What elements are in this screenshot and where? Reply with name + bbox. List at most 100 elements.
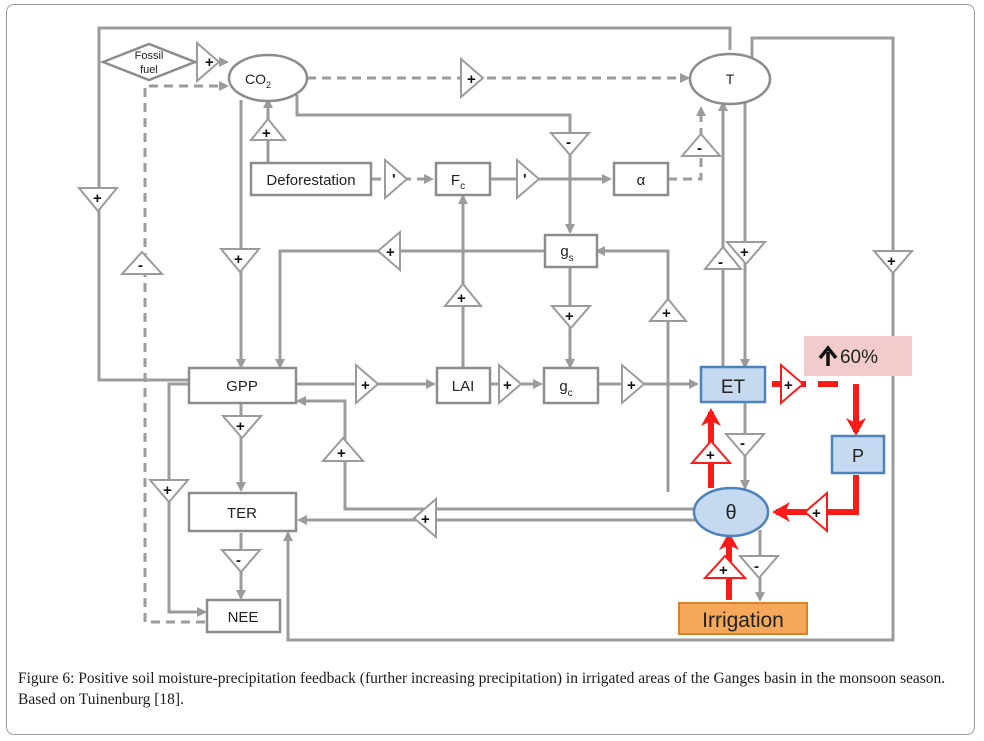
- sign-theta-ter: +: [412, 496, 437, 540]
- sign-et-theta: -: [723, 433, 767, 458]
- sign-et-increase: +: [780, 362, 805, 406]
- svg-text:+: +: [565, 308, 574, 325]
- svg-text:+: +: [236, 418, 245, 435]
- svg-text:+: +: [421, 511, 430, 528]
- svg-text:-: -: [236, 552, 241, 569]
- sign-gs-gpp: +: [376, 229, 401, 273]
- svg-text:Deforestation: Deforestation: [266, 172, 355, 189]
- node-fossil-fuel: Fossil fuel: [99, 42, 199, 82]
- edge-p-to-theta: [772, 475, 859, 522]
- node-gs: gs: [543, 233, 599, 269]
- sign-co2-gpp: +: [218, 248, 262, 274]
- svg-text:fuel: fuel: [140, 64, 158, 76]
- svg-text:+: +: [163, 482, 172, 499]
- svg-text:α: α: [637, 172, 646, 189]
- edge-theta-to-gs: [595, 246, 670, 492]
- sign-gpp-lai: +: [355, 362, 380, 406]
- edge-alpha-to-t: [668, 106, 706, 181]
- svg-text:': ': [392, 171, 396, 188]
- sign-t-gpp: +: [76, 187, 120, 213]
- sign-ter-nee: -: [219, 549, 263, 574]
- node-alpha: α: [612, 161, 670, 197]
- svg-text:-: -: [740, 435, 745, 452]
- svg-text:+: +: [627, 377, 636, 394]
- svg-text:+: +: [262, 125, 271, 142]
- svg-text:-: -: [138, 257, 143, 274]
- figure-frame: [6, 4, 975, 735]
- node-nee: NEE: [205, 598, 282, 634]
- svg-text:Irrigation: Irrigation: [702, 609, 784, 632]
- sign-theta-gpp: +: [320, 436, 366, 462]
- sign-markers: + + ' ' + + + + + + - + + - - + - + + + …: [76, 40, 915, 580]
- sign-irrigation-theta: +: [702, 554, 748, 579]
- svg-text:+: +: [337, 445, 346, 462]
- svg-text:-: -: [566, 134, 571, 151]
- node-ter: TER: [187, 491, 298, 533]
- svg-text:-: -: [697, 140, 702, 157]
- svg-text:+: +: [386, 244, 395, 261]
- node-et: ET: [699, 365, 767, 404]
- svg-text:+: +: [887, 253, 896, 270]
- svg-text:+: +: [93, 190, 102, 207]
- svg-text:60%: 60%: [840, 347, 878, 368]
- svg-text:NEE: NEE: [228, 609, 259, 626]
- node-temperature: T: [688, 52, 772, 106]
- sign-lai-gc: +: [498, 362, 523, 406]
- sign-et-t: -: [702, 245, 744, 271]
- svg-text:Fc: Fc: [451, 172, 465, 192]
- node-theta: θ: [692, 486, 770, 538]
- edge-gs-to-gpp: [275, 249, 545, 369]
- edges: [97, 26, 895, 642]
- sign-gs-gc: +: [549, 305, 593, 330]
- svg-text:LAI: LAI: [452, 378, 475, 395]
- svg-text:gs: gs: [560, 243, 573, 264]
- sign-t-ter: +: [871, 250, 915, 275]
- svg-text:-: -: [754, 558, 759, 575]
- sign-theta-irrigation: -: [737, 555, 781, 580]
- dashed-edges: [143, 73, 706, 624]
- node-fc: Fc: [434, 161, 492, 197]
- node-gc: gc: [542, 366, 600, 405]
- figure-caption: Figure 6: Positive soil moisture-precipi…: [18, 670, 946, 708]
- edge-co2-to-gs: [295, 95, 575, 234]
- svg-text:+: +: [457, 290, 466, 307]
- node-gpp: GPP: [187, 366, 298, 405]
- edge-t-to-gpp: [97, 26, 732, 382]
- svg-text:TER: TER: [227, 505, 257, 522]
- svg-text:+: +: [234, 251, 243, 268]
- sign-nee-co2: -: [119, 250, 165, 275]
- sign-deforestation-fc: ': [384, 157, 409, 201]
- svg-text:+: +: [205, 54, 214, 71]
- svg-text:ET: ET: [721, 377, 746, 398]
- svg-text:Fossil: Fossil: [135, 50, 164, 62]
- svg-text:gc: gc: [559, 378, 572, 399]
- sign-gpp-nee: +: [147, 479, 191, 504]
- node-irrigation: Irrigation: [678, 602, 808, 635]
- svg-text:': ': [523, 171, 527, 188]
- svg-text:+: +: [706, 447, 715, 464]
- svg-text:+: +: [467, 71, 476, 88]
- sign-lai-fc: +: [442, 282, 484, 307]
- sign-alpha-t: -: [679, 132, 723, 157]
- svg-text:T: T: [726, 71, 735, 87]
- node-precipitation: P: [830, 434, 886, 475]
- svg-text:+: +: [812, 505, 821, 522]
- svg-text:θ: θ: [725, 502, 736, 524]
- sign-gpp-ter: +: [220, 415, 264, 440]
- sign-co2-gs: -: [548, 132, 592, 157]
- node-increase: 60%: [804, 336, 912, 376]
- sign-p-theta: +: [803, 490, 828, 534]
- sign-fossil-co2: +: [196, 40, 221, 84]
- sign-theta-et: +: [689, 439, 733, 464]
- svg-text:-: -: [718, 254, 723, 271]
- sign-gc-et: +: [621, 362, 646, 406]
- svg-text:+: +: [503, 377, 512, 394]
- edge-nee-to-co2: [143, 81, 229, 624]
- nodes: Fossil fuel CO2 T Deforestation Fc α gs: [99, 42, 912, 635]
- node-co2: CO2: [227, 53, 309, 103]
- sign-theta-gs: +: [647, 297, 689, 322]
- edge-t-to-ter: [283, 36, 895, 642]
- arrow-up-icon: [818, 345, 838, 366]
- sign-deforestation-co2: +: [248, 117, 288, 142]
